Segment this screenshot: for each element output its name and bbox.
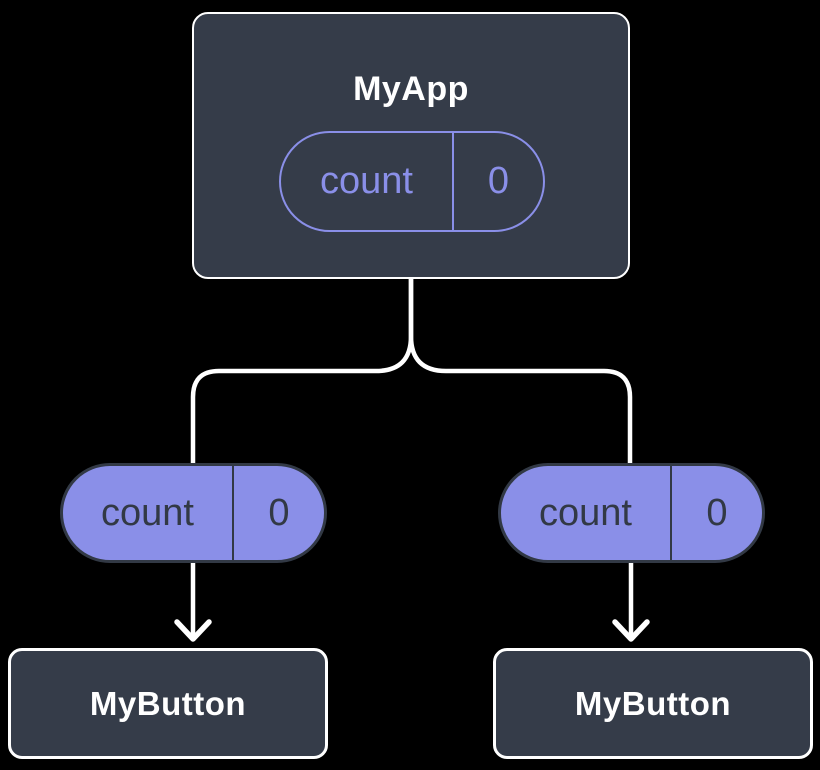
prop-pill-left-label: count	[63, 466, 234, 560]
state-pill-label: count	[281, 133, 454, 230]
prop-pill-right-label: count	[501, 466, 672, 560]
state-pill: count 0	[279, 131, 545, 232]
myapp-component-box: MyApp count 0	[192, 12, 630, 279]
mybutton-right-title: MyButton	[574, 684, 732, 722]
prop-pill-right: count 0	[498, 463, 765, 563]
tree-connector-left-branch	[190, 276, 414, 466]
prop-arrow-left-head	[174, 619, 212, 642]
prop-pill-left-value: 0	[268, 491, 290, 534]
tree-connector-right-branch	[408, 276, 633, 466]
myapp-title: MyApp	[353, 70, 469, 108]
prop-pill-left: count 0	[60, 463, 327, 563]
state-pill-value: 0	[487, 160, 510, 202]
prop-arrow-right-head	[612, 619, 650, 642]
mybutton-left-title: MyButton	[89, 684, 247, 722]
mybutton-component-box-left: MyButton	[8, 648, 328, 759]
mybutton-component-box-right: MyButton	[493, 648, 813, 759]
prop-pill-right-value: 0	[706, 491, 728, 534]
